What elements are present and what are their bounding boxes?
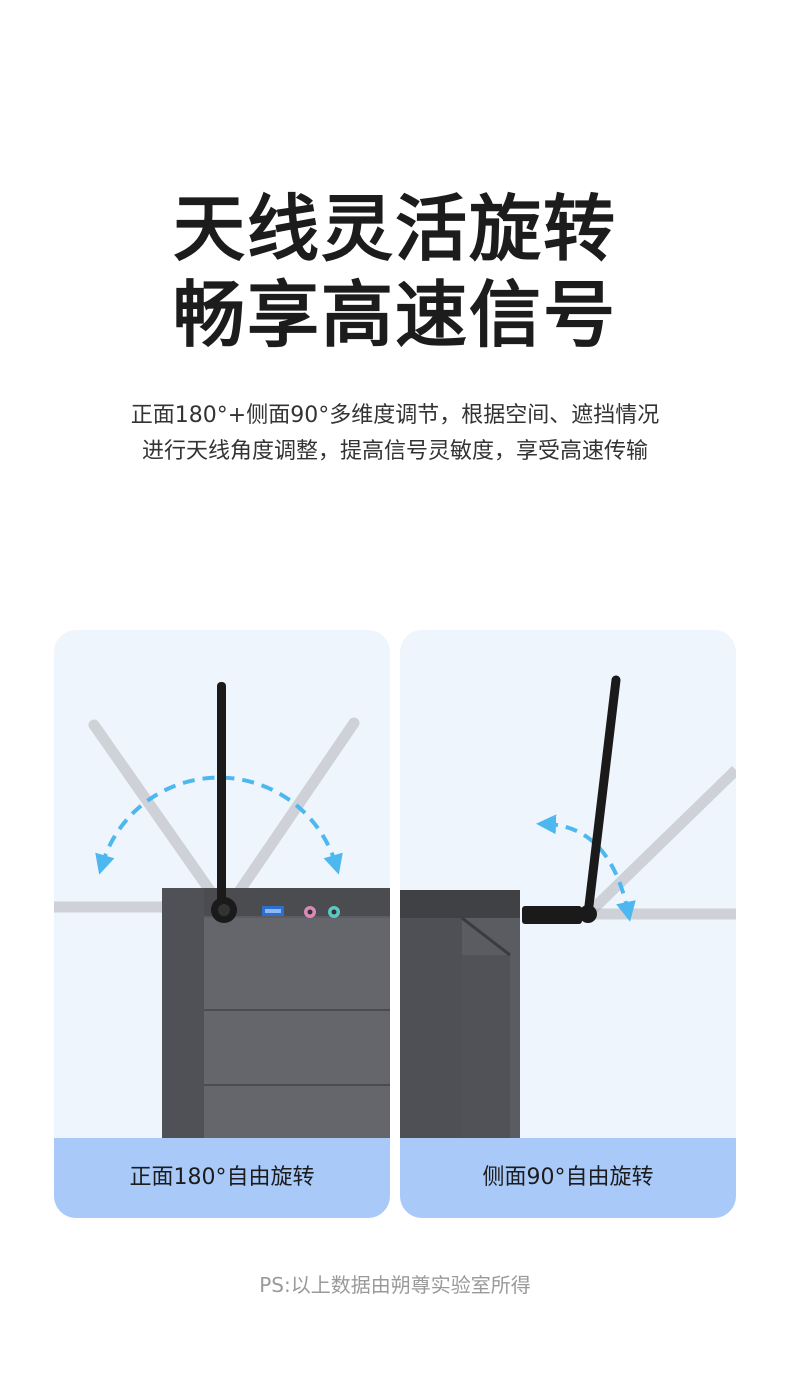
side-rotation-card: 侧面90°自由旋转	[400, 630, 736, 1218]
antenna-icon	[211, 682, 237, 923]
usb-port-icon	[262, 906, 284, 916]
side-rotation-label: 侧面90°自由旋转	[400, 1138, 736, 1218]
side-rotation-illustration	[400, 675, 736, 1138]
headline: 天线灵活旋转 畅享高速信号	[0, 186, 790, 358]
footnote: PS:以上数据由朔尊实验室所得	[259, 1273, 531, 1297]
front-rotation-illustration	[54, 682, 390, 1138]
pc-case-side	[400, 890, 520, 1138]
antenna-connector	[522, 906, 582, 924]
description-line-1: 正面180°+侧面90°多维度调节，根据空间、遮挡情况	[130, 403, 660, 428]
description: 正面180°+侧面90°多维度调节，根据空间、遮挡情况 进行天线角度调整，提高信…	[0, 398, 790, 470]
ghost-antenna-left	[88, 719, 224, 908]
rotation-arrow-icon	[95, 775, 343, 875]
front-rotation-card: 正面180°自由旋转	[54, 630, 390, 1218]
headline-line-1: 天线灵活旋转	[172, 187, 617, 271]
pc-case	[162, 888, 390, 1138]
ghost-antenna-diagonal	[588, 766, 736, 914]
headline-line-2: 畅享高速信号	[172, 273, 617, 357]
front-rotation-label: 正面180°自由旋转	[54, 1138, 390, 1218]
description-line-2: 进行天线角度调整，提高信号灵敏度，享受高速传输	[141, 439, 648, 464]
audio-jack-icon	[304, 906, 340, 918]
antenna-icon	[579, 675, 621, 923]
ghost-antenna-right	[226, 717, 360, 908]
